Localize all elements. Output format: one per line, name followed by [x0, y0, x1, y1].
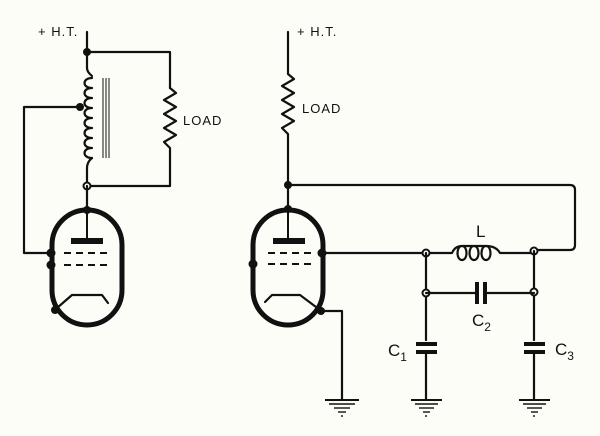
inductor-L-coil [424, 244, 536, 262]
right-load-zigzag [280, 30, 296, 186]
tapped-inductor [76, 50, 110, 188]
left-anode-plate [71, 238, 103, 244]
capacitor-c3: C3 [524, 340, 574, 402]
inductor-coil [83, 76, 94, 160]
right-cathode [263, 293, 322, 312]
left-circuit: + H.T. LOAD [22, 24, 222, 328]
right-circuit: + H.T. LOAD [248, 24, 577, 417]
right-load-resistor: LOAD [280, 30, 341, 186]
right-triode-valve [248, 205, 327, 328]
left-load-label: LOAD [183, 113, 222, 128]
left-grid-pin-1 [46, 248, 56, 258]
left-ht-label: + H.T. [38, 24, 78, 39]
ground-cathode [325, 399, 359, 417]
capacitor-c1: C1 [388, 341, 437, 402]
right-valve-envelope [250, 207, 326, 328]
inductor-lead-top [85, 50, 94, 78]
c2-plate-right [483, 282, 487, 304]
c3-plate-top [524, 342, 545, 346]
ground-c3 [519, 399, 550, 417]
left-valve-envelope [49, 207, 125, 328]
c3-label: C3 [555, 340, 574, 363]
right-ht-label: + H.T. [297, 24, 337, 39]
c2-plate-left [475, 282, 479, 304]
right-load-label: LOAD [302, 101, 341, 116]
right-top-rail [286, 183, 577, 252]
ground-c1 [411, 399, 442, 417]
c1-label: C1 [388, 341, 407, 364]
right-grid-pin-left [248, 259, 258, 269]
inductor-lead-bottom [85, 156, 94, 188]
left-feedback-wire [22, 105, 82, 255]
right-anode-plate [273, 238, 305, 244]
left-cathode-pin [51, 306, 59, 314]
left-load-zigzag [85, 86, 178, 188]
left-triode-valve [46, 206, 125, 328]
left-grid-pin-2 [46, 260, 56, 270]
right-cathode-wire [319, 309, 344, 402]
inductor-L: L [424, 222, 536, 262]
inductor-L-label: L [476, 222, 485, 241]
left-cathode [55, 293, 110, 310]
c1-plate-bottom [416, 350, 437, 354]
left-top-rail [85, 50, 172, 90]
capacitor-c2: C2 [424, 282, 536, 334]
left-load-resistor: LOAD [85, 86, 222, 188]
c1-plate-top [416, 342, 437, 346]
c3-plate-bottom [524, 350, 545, 354]
c2-label: C2 [472, 311, 491, 334]
